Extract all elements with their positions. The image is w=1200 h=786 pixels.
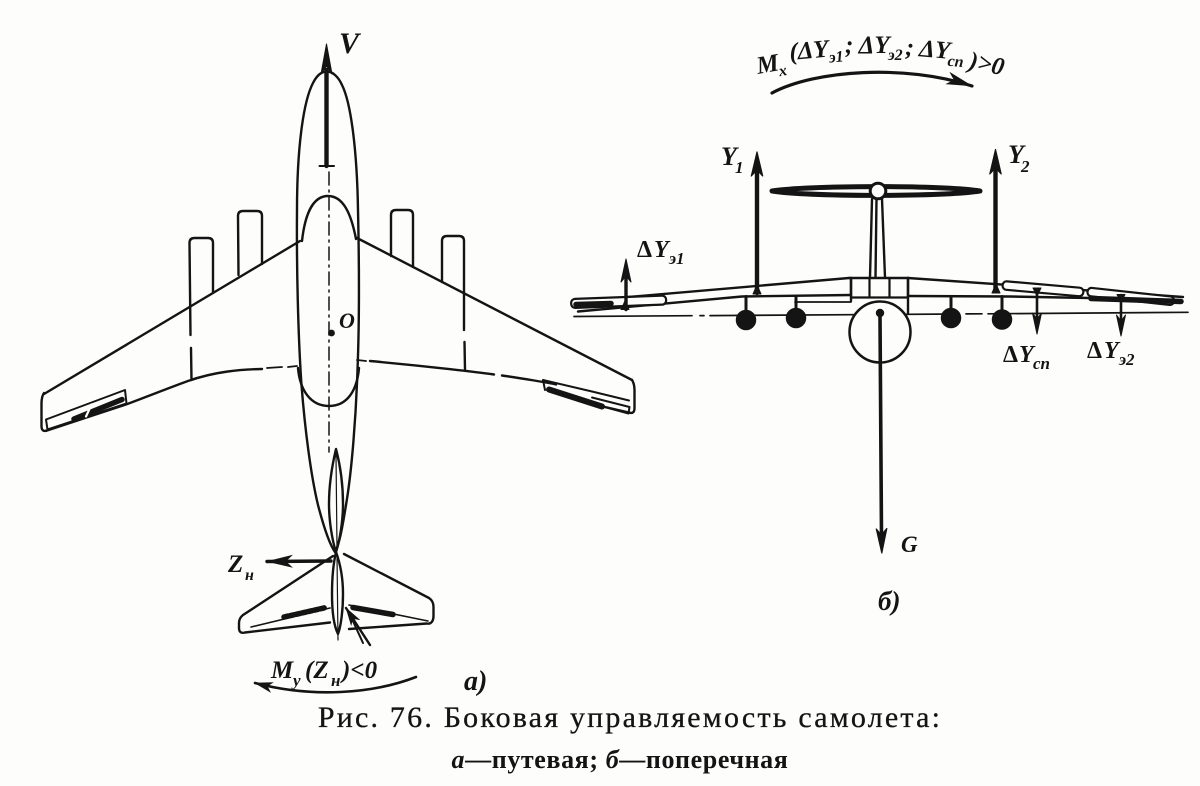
svg-text:э1: э1 xyxy=(668,249,685,268)
svg-text:Y: Y xyxy=(1019,342,1036,368)
svg-text:(Z: (Z xyxy=(305,657,329,684)
svg-text:1: 1 xyxy=(735,158,744,177)
svg-text:; ΔY: ; ΔY xyxy=(845,32,892,59)
svg-text:Δ: Δ xyxy=(1003,342,1018,368)
svg-text:O: O xyxy=(339,308,355,333)
svg-text:; ΔY: ; ΔY xyxy=(904,34,953,65)
svg-text:M: M xyxy=(270,657,294,684)
svg-text:э2: э2 xyxy=(1118,350,1135,369)
svg-text:у: у xyxy=(291,671,301,690)
svg-text:сп: сп xyxy=(1033,354,1050,373)
svg-text:)<0: )<0 xyxy=(340,657,378,684)
svg-text:б): б) xyxy=(878,586,900,616)
svg-text:х: х xyxy=(776,62,788,80)
svg-text:Y: Y xyxy=(1104,338,1121,364)
svg-text:G: G xyxy=(901,532,918,557)
svg-text:э1: э1 xyxy=(827,48,844,66)
svg-text:)>0: )>0 xyxy=(965,47,1007,81)
svg-text:Y: Y xyxy=(654,237,671,263)
svg-text:2: 2 xyxy=(1020,157,1030,176)
svg-text:а): а) xyxy=(464,666,487,697)
svg-text:Z: Z xyxy=(227,551,243,578)
svg-text:э2: э2 xyxy=(887,47,903,64)
svg-text:V: V xyxy=(339,27,362,60)
svg-text:(ΔY: (ΔY xyxy=(788,35,832,66)
svg-text:сп: сп xyxy=(947,53,965,71)
svg-text:а—путевая; б—поперечная: а—путевая; б—поперечная xyxy=(452,745,789,774)
svg-text:Δ: Δ xyxy=(637,237,652,263)
svg-text:н: н xyxy=(331,671,340,690)
svg-text:Y: Y xyxy=(721,142,739,171)
svg-text:Рис. 76. Боковая управляемость: Рис. 76. Боковая управляемость самолета: xyxy=(318,701,942,734)
svg-text:Δ: Δ xyxy=(1087,338,1102,364)
svg-text:Y: Y xyxy=(1008,140,1026,169)
svg-text:н: н xyxy=(245,567,254,584)
svg-text:M: M xyxy=(753,49,781,80)
